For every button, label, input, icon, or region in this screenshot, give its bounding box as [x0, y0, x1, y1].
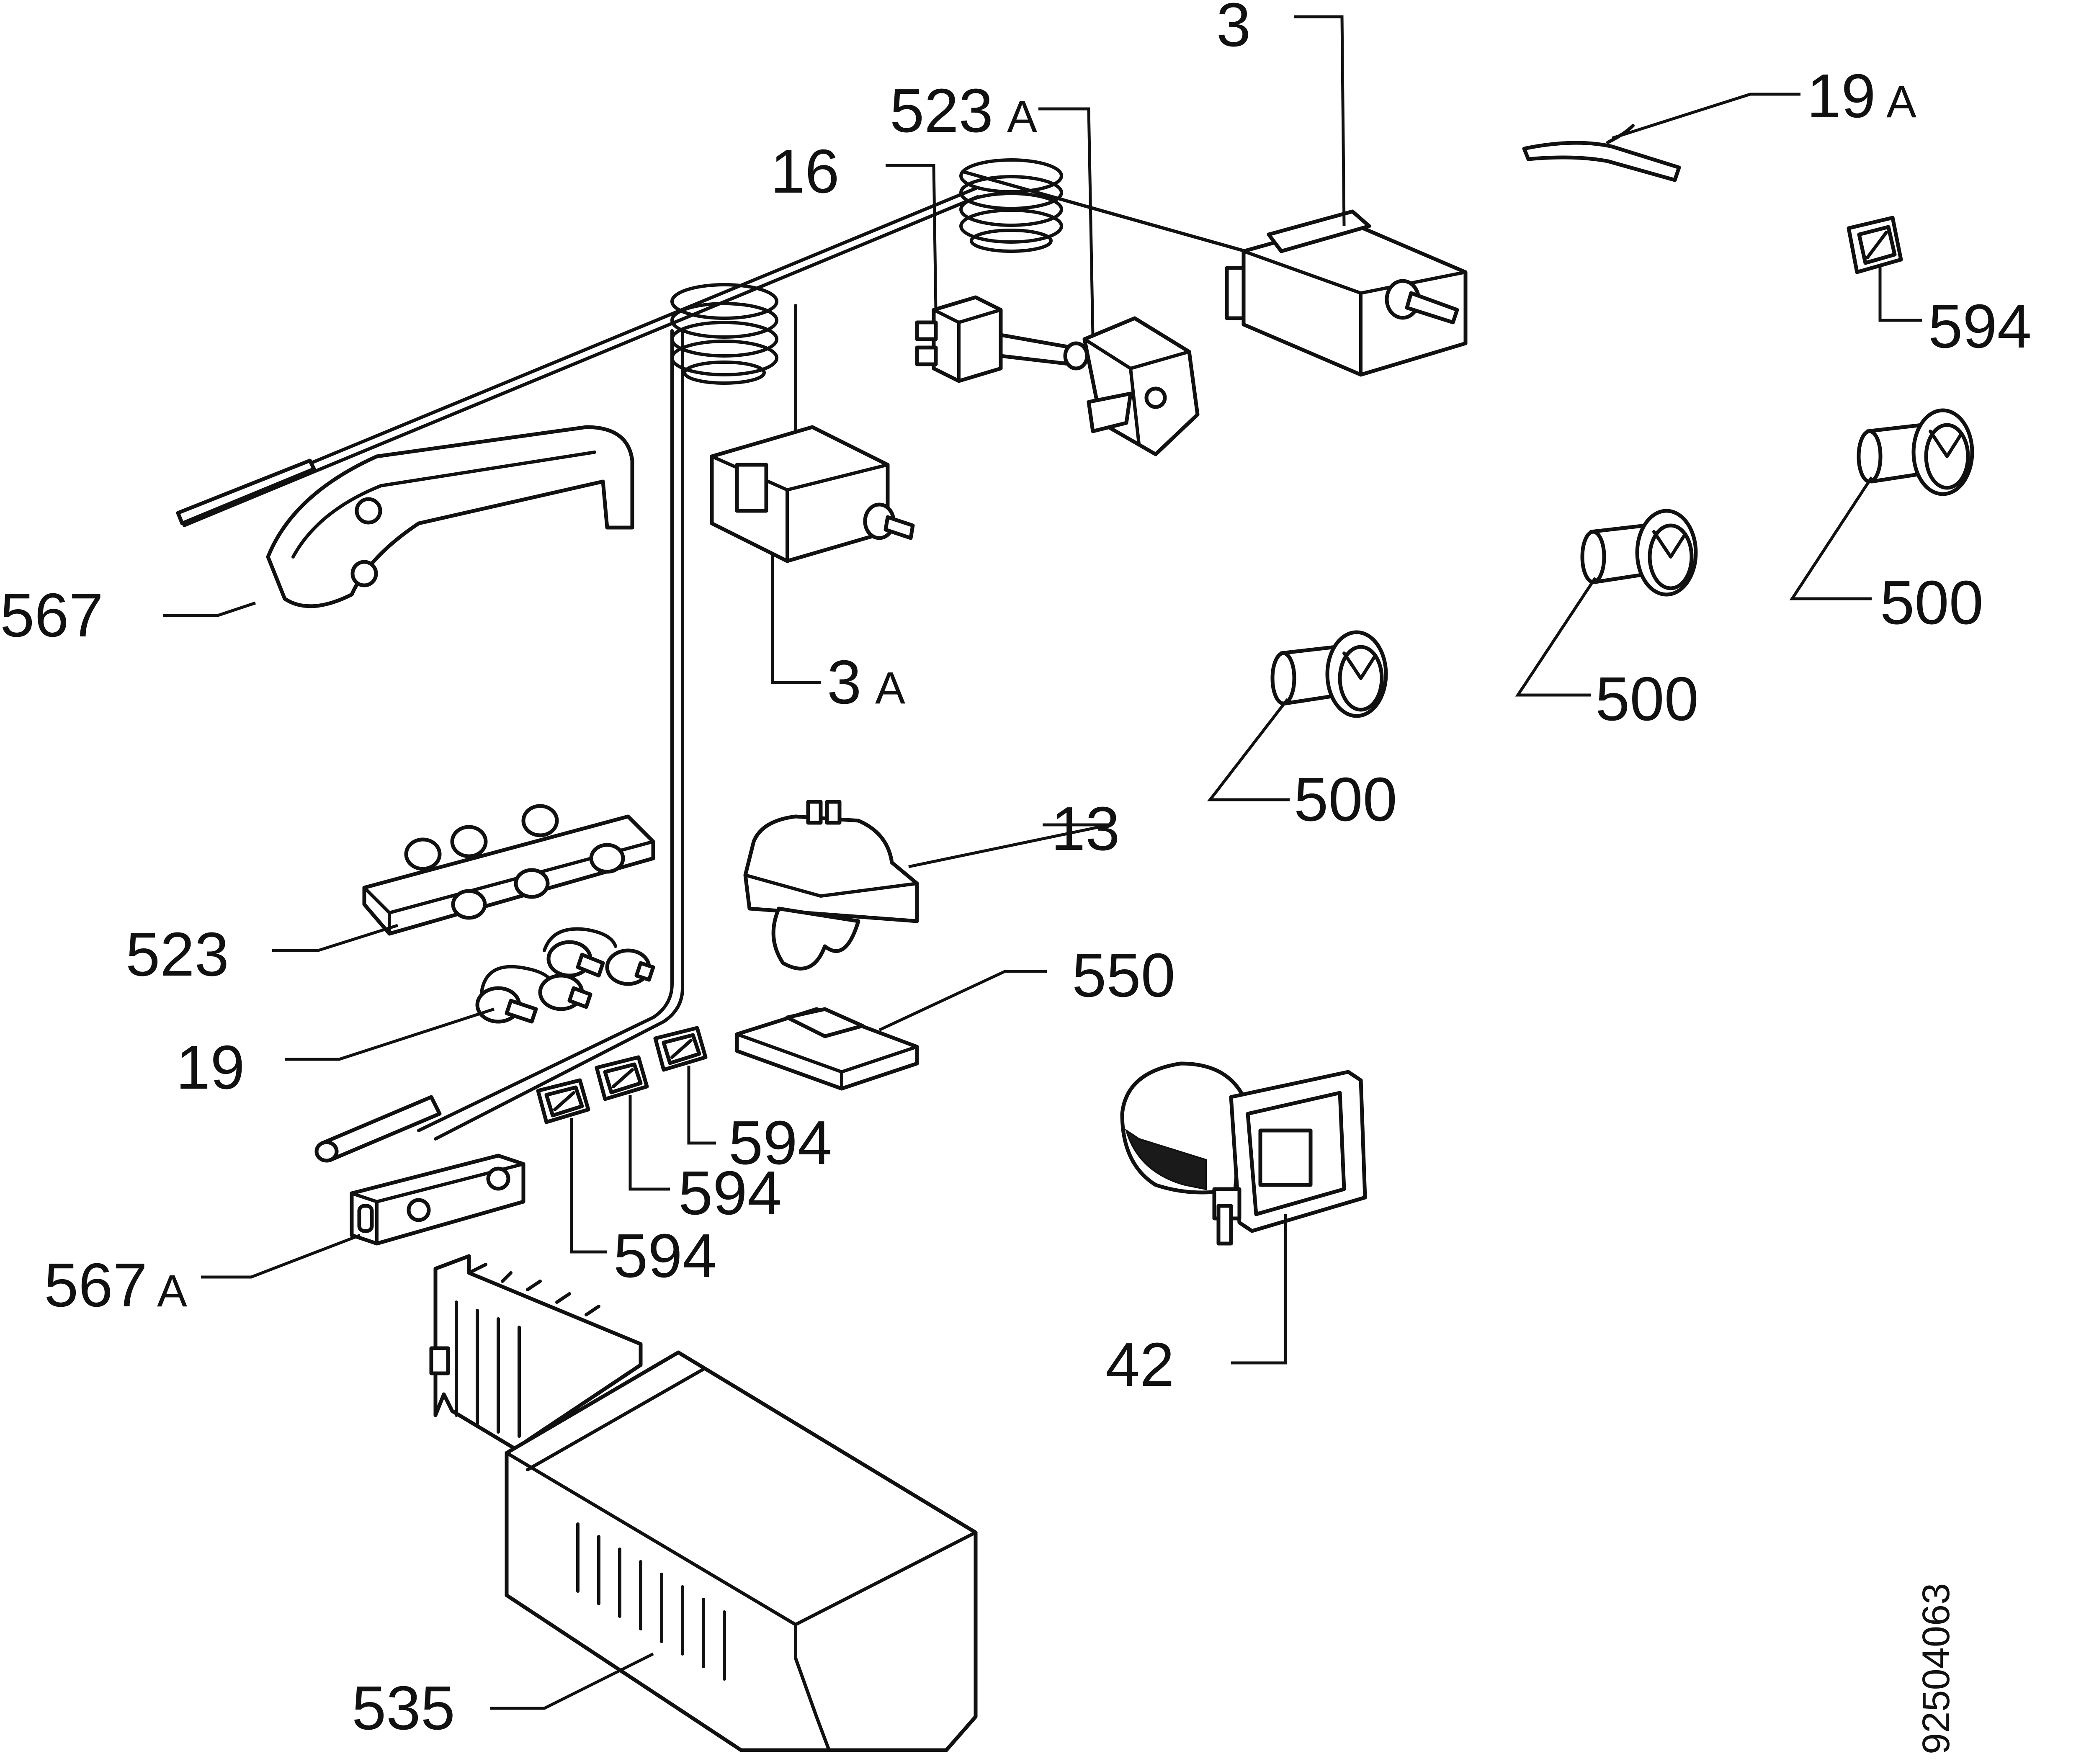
knob-500-b [1580, 509, 1698, 597]
cover-567a [350, 1154, 525, 1246]
knob-500-c [1857, 408, 1974, 496]
label-19: 19 [176, 1033, 245, 1102]
label-500-a: 500 [1294, 765, 1397, 834]
label-13: 13 [1051, 794, 1120, 863]
label-567a-suffix: A [157, 1265, 187, 1316]
label-3a: 3 [827, 648, 861, 717]
knob-500-a [1270, 630, 1388, 718]
label-523a-suffix: A [1007, 91, 1037, 142]
cap-594-c [653, 1026, 708, 1072]
label-523a: 523 [890, 76, 993, 145]
label-3a-suffix: A [875, 662, 905, 713]
label-567: 567 [0, 581, 103, 650]
label-594-a: 594 [729, 1108, 832, 1177]
drawing-number: 92504063 [1915, 1583, 1958, 1754]
leader-lines [163, 15, 1922, 1710]
label-19a: 19 [1807, 62, 1876, 131]
label-594-c: 594 [613, 1221, 717, 1290]
label-3: 3 [1216, 0, 1251, 59]
thermostat-3a [710, 425, 915, 563]
cap-594-b [595, 1055, 649, 1101]
label-19a-suffix: A [1886, 76, 1916, 127]
tool-19a [1522, 124, 1681, 182]
label-535: 535 [352, 1674, 455, 1743]
label-523: 523 [126, 920, 229, 989]
label-567a: 567 [44, 1251, 147, 1320]
label-16: 16 [770, 137, 840, 206]
clip-plate-550 [735, 1007, 919, 1091]
wired-lamps-19 [475, 927, 655, 1024]
housing-535 [429, 1254, 978, 1752]
label-500-c: 500 [1880, 568, 1983, 637]
label-594-top-right: 594 [1928, 292, 2032, 361]
label-500-b: 500 [1595, 664, 1699, 734]
label-594-b: 594 [678, 1159, 782, 1228]
switch-16 [915, 295, 1089, 383]
capillary-coil-top [959, 158, 1063, 253]
fan-motor-42 [1120, 1061, 1367, 1246]
label-42: 42 [1105, 1330, 1175, 1399]
callout-labels: 3 523 A 16 19 A 594 567 3 A 500 500 500 … [0, 0, 2032, 1754]
probe-567a [314, 1095, 442, 1163]
label-550: 550 [1072, 941, 1175, 1010]
lamp-socket-13 [743, 800, 919, 971]
lamp-strip-523 [362, 804, 655, 936]
holder-567 [176, 425, 634, 608]
lamp-bracket-523a [1082, 316, 1200, 456]
cap-594-a [536, 1078, 590, 1124]
cap-594-top [1847, 216, 1903, 274]
capillary-coil-left [670, 283, 778, 385]
capillary-tubes [178, 170, 1262, 1141]
thermostat-3 [1225, 209, 1468, 377]
